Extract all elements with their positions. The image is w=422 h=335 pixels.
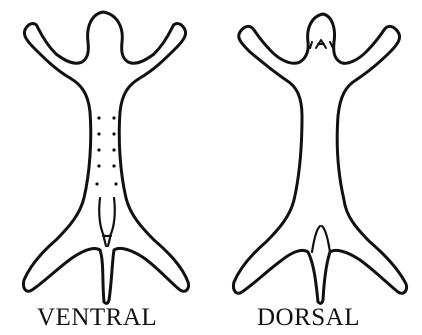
ventral-pelvic-detail <box>99 198 115 246</box>
dorsal-head-marking <box>310 40 333 48</box>
ventral-label: VENTRAL <box>37 303 157 333</box>
ventral-specimen-outline <box>23 12 188 303</box>
dorsal-specimen-outline <box>233 14 406 303</box>
dorsal-label: DORSAL <box>257 303 360 333</box>
ventral-dot-pattern <box>95 116 117 185</box>
dorsal-tail-detail <box>312 226 330 252</box>
